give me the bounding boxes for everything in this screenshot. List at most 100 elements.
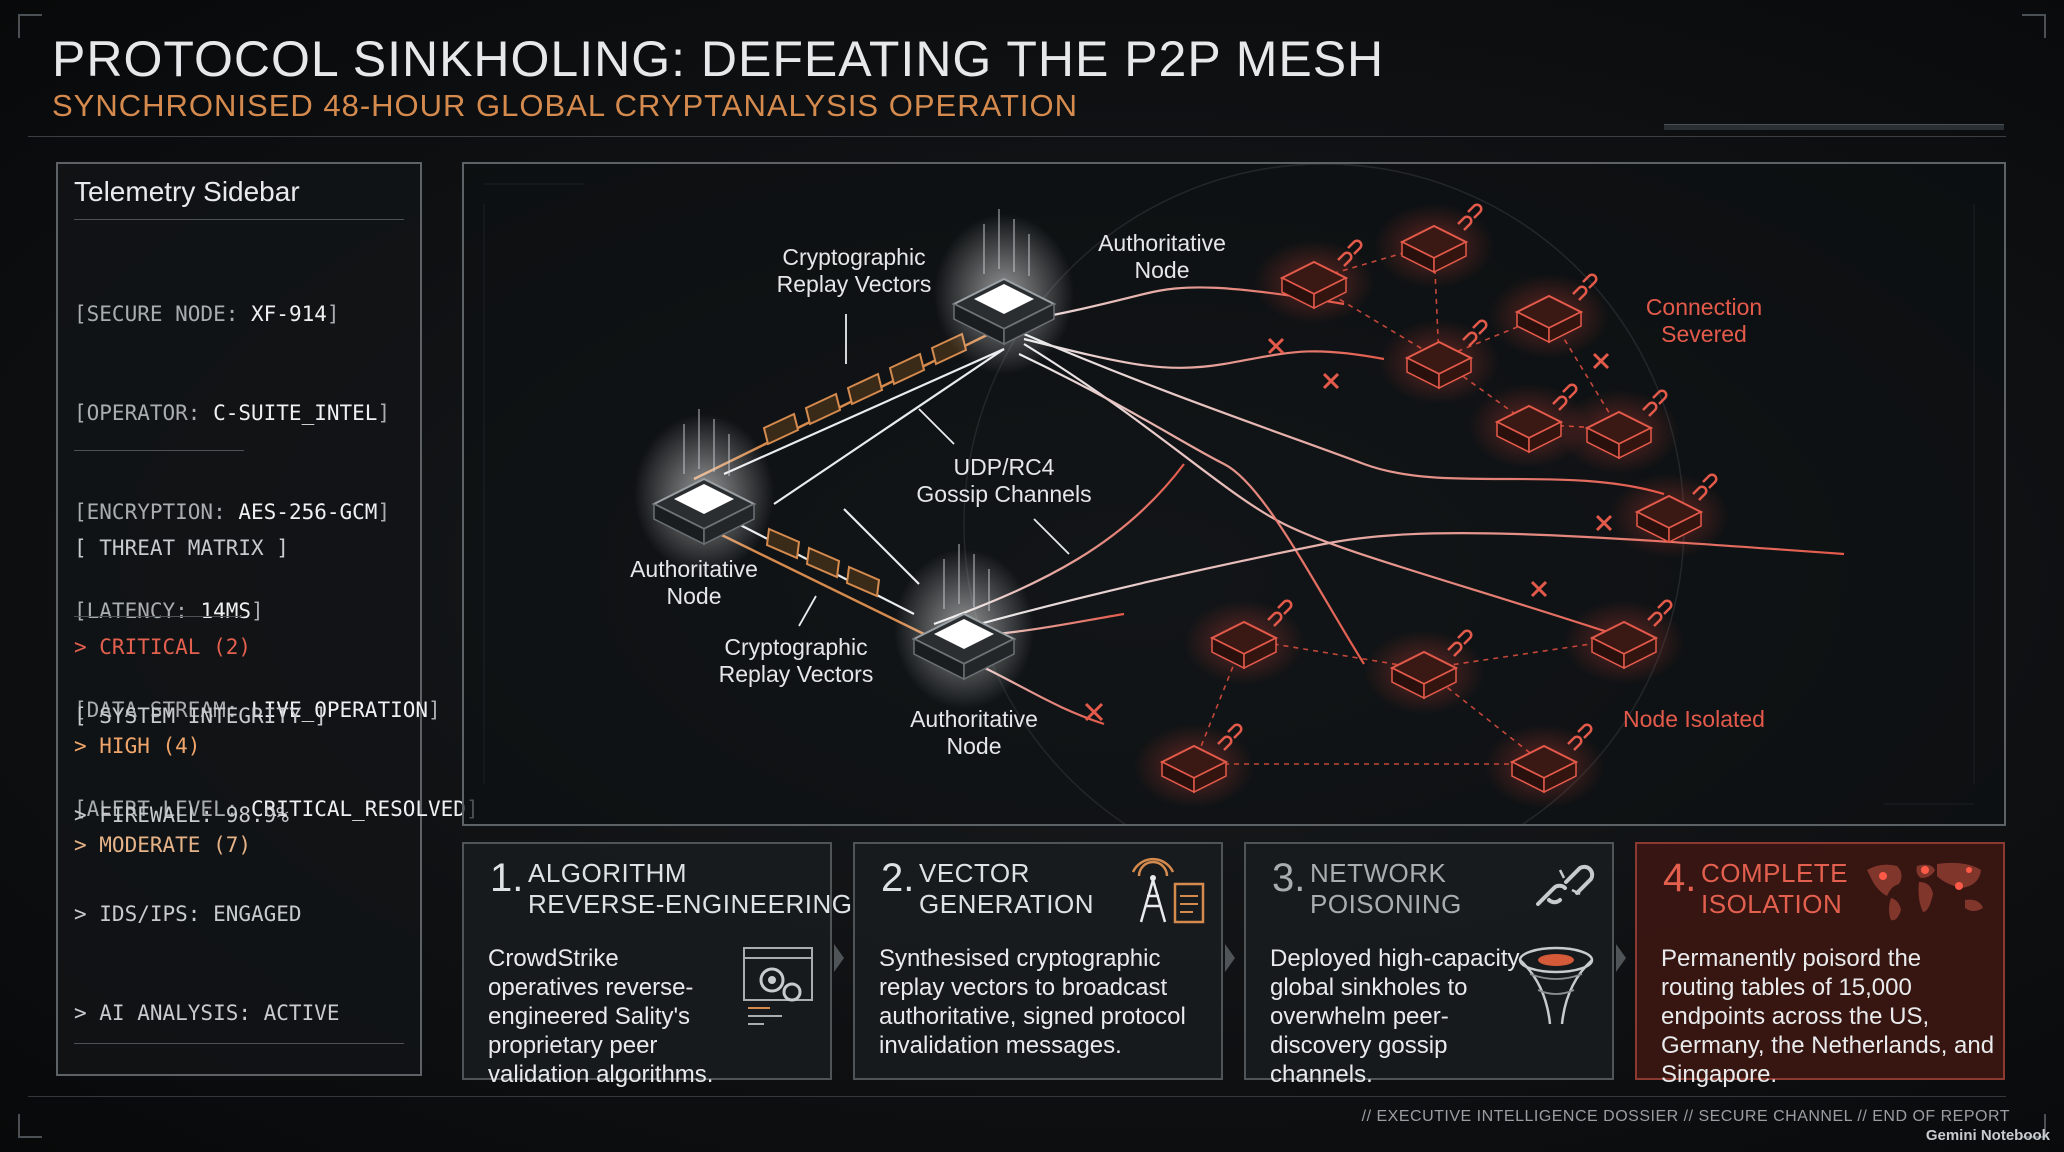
chain-link-icon: [1217, 723, 1243, 751]
label-authoritative-node-left: Authoritative Node: [630, 556, 758, 609]
step-description: Permanently poisord the routing tables o…: [1661, 945, 1995, 1088]
telemetry-item: [LATENCY: 14MS]: [74, 599, 264, 623]
divider: [74, 1043, 404, 1044]
infected-node: [1489, 273, 1609, 358]
step-heading: COMPLETE ISOLATION: [1701, 858, 1849, 919]
telemetry-item: [SECURE NODE: XF-914]: [74, 302, 340, 326]
step-heading: NETWORK POISONING: [1310, 858, 1462, 919]
chain-link-icon: [1692, 473, 1718, 501]
step-heading: ALGORITHM REVERSE-ENGINEERING: [528, 858, 853, 919]
divider: [74, 219, 404, 220]
severed-x-marks: [1084, 337, 1613, 722]
chain-link-icon: [1267, 599, 1293, 627]
threat-moderate: > MODERATE (7): [74, 833, 252, 857]
frame-corner: [2022, 1114, 2046, 1138]
label-gossip-channels: UDP/RC4 Gossip Channels: [916, 454, 1092, 507]
chain-link-icon: [1647, 599, 1673, 627]
authoritative-node-left: [634, 409, 774, 574]
world-map-icon: [1867, 862, 1983, 921]
step-card-2: 2. VECTOR GENERATION Synthesised cryptog…: [853, 842, 1223, 1080]
chain-link-icon: [1337, 239, 1363, 267]
firewall-status: > FIREWALL: 98.9%: [74, 803, 289, 827]
brand-watermark: Gemini Notebook: [1925, 1127, 2050, 1144]
threat-critical: > CRITICAL (2): [74, 635, 252, 659]
replay-vector-packets: [762, 332, 968, 598]
divider: [74, 450, 244, 451]
authoritative-node-top: [934, 209, 1074, 374]
divider: [1664, 124, 2004, 130]
step-card-1: 1. ALGORITHM REVERSE-ENGINEERING CrowdSt…: [462, 842, 852, 1088]
sidebar-title: Telemetry Sidebar: [74, 176, 300, 207]
step-card-3: 3. NETWORK POISONING Deployed high-capac…: [1244, 842, 1614, 1088]
infected-nodes: [1134, 203, 1729, 808]
divider: [28, 136, 2006, 137]
telemetry-item: [DATA STREAM: LIVE_OPERATION]: [74, 698, 441, 722]
step-description: Synthesised cryptographic replay vectors…: [879, 945, 1186, 1059]
step-arrow: [834, 944, 844, 972]
step-heading: VECTOR GENERATION: [919, 858, 1094, 919]
authoritative-node-bottom: [894, 544, 1034, 709]
divider: [28, 1096, 2006, 1097]
step-description: Deployed high-capacity global sinkholes …: [1270, 945, 1520, 1088]
infected-node: [1254, 239, 1374, 324]
frame-corner: [18, 14, 42, 38]
telemetry-item: [ENCRYPTION: AES-256-GCM]: [74, 500, 391, 524]
threat-matrix-heading: [ THREAT MATRIX ]: [74, 536, 289, 560]
chain-link-icon: [1462, 319, 1488, 347]
gear-code-window-icon: [743, 947, 813, 1025]
infected-node: [1564, 599, 1684, 684]
infected-node: [1484, 723, 1604, 808]
step-description: CrowdStrike operatives reverse-engineere…: [488, 945, 714, 1088]
page-title: PROTOCOL SINKHOLING: DEFEATING THE P2P M…: [52, 31, 1385, 87]
mesh-diagram-svg: [483, 164, 1975, 824]
system-integrity: [ SYSTEM INTEGRITY ] > FIREWALL: 98.9% >…: [74, 634, 340, 1096]
step-number: 2.: [881, 856, 915, 900]
step-number: 3.: [1272, 856, 1306, 900]
broken-link-chain-icon: [1536, 864, 1595, 906]
step-arrow: [1225, 944, 1235, 972]
label-authoritative-node-top: Authoritative Node: [1098, 230, 1226, 283]
chain-link-icon: [1567, 723, 1593, 751]
threat-high: > HIGH (4): [74, 734, 201, 758]
chain-link-icon: [1572, 273, 1598, 301]
label-pointers: [798, 314, 1070, 627]
chain-link-icon: [1447, 629, 1473, 657]
step-number: 1.: [490, 856, 524, 900]
chain-link-icon: [1457, 203, 1483, 231]
step-arrow: [1616, 944, 1626, 972]
ids-status: > IDS/IPS: ENGAGED: [74, 902, 302, 926]
telemetry-item: [ALERT LEVEL: CRITICAL_RESOLVED]: [74, 797, 479, 821]
label-connection-severed: Connection Severed: [1645, 294, 1763, 347]
page-subtitle: SYNCHRONISED 48-HOUR GLOBAL CRYPTANALYSI…: [52, 88, 1079, 123]
chain-link-icon: [1642, 389, 1668, 417]
infected-node: [1609, 473, 1729, 558]
threat-matrix: [ THREAT MATRIX ] > CRITICAL (2) > HIGH …: [74, 466, 289, 928]
divider: [74, 616, 244, 617]
infected-node: [1364, 629, 1484, 714]
label-node-isolated: Node Isolated: [1623, 706, 1765, 732]
sinkhole-funnel-icon: [1518, 946, 1594, 1025]
ai-status: > AI ANALYSIS: ACTIVE: [74, 1001, 340, 1025]
footer-text: // EXECUTIVE INTELLIGENCE DOSSIER // SEC…: [1361, 1108, 2010, 1125]
telemetry-item: [OPERATOR: C-SUITE_INTEL]: [74, 401, 391, 425]
p2p-mesh-diagram: Cryptographic Replay Vectors Authoritati…: [462, 162, 2006, 826]
infected-node: [1184, 599, 1304, 684]
label-replay-vectors-bottom: Cryptographic Replay Vectors: [718, 634, 874, 687]
label-authoritative-node-bottom: Authoritative Node: [910, 706, 1038, 759]
telemetry-list: [SECURE NODE: XF-914] [OPERATOR: C-SUITE…: [74, 232, 479, 892]
broadcast-tower-document-icon: [1131, 857, 1205, 924]
infected-node: [1374, 203, 1494, 288]
label-replay-vectors-top: Cryptographic Replay Vectors: [776, 244, 932, 297]
infected-node: [1134, 723, 1254, 808]
frame-corner: [18, 1114, 42, 1138]
telemetry-sidebar: Telemetry Sidebar [SECURE NODE: XF-914] …: [56, 162, 479, 1076]
step-card-4: 4. COMPLETE ISOLATION Permanently poisor…: [1635, 842, 2005, 1088]
system-integrity-heading: [ SYSTEM INTEGRITY ]: [74, 704, 327, 728]
infected-node: [1469, 383, 1589, 468]
chain-link-icon: [1552, 383, 1578, 411]
frame-corner: [2022, 14, 2046, 38]
step-number: 4.: [1663, 856, 1697, 900]
infected-node: [1559, 389, 1679, 474]
infected-node: [1379, 319, 1499, 404]
background-grid: [483, 183, 1975, 805]
